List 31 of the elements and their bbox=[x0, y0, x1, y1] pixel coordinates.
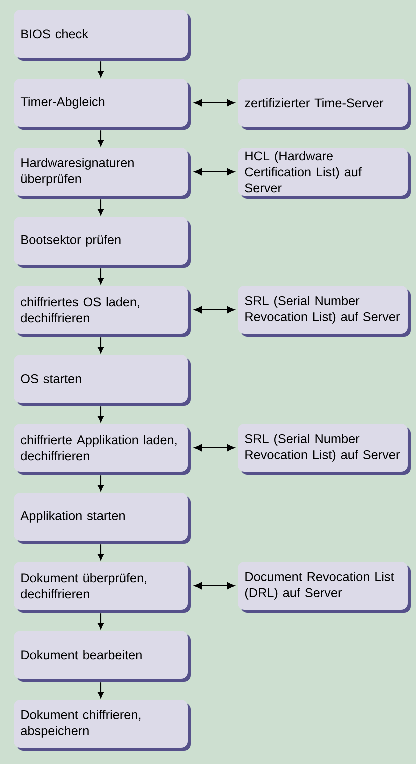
arrow bbox=[194, 582, 235, 590]
process-box: BIOS check bbox=[14, 10, 191, 61]
process-box: HCL (Hardware Certification List) auf Server bbox=[238, 148, 411, 199]
process-box: Hardwaresignaturen überprüfen bbox=[14, 148, 191, 199]
process-box: Document Revocation List (DRL) auf Server bbox=[238, 562, 411, 613]
process-box: Dokument überprüfen, dechiffrieren bbox=[14, 562, 191, 613]
process-box: Bootsektor prüfen bbox=[14, 217, 191, 268]
process-box: SRL (Serial Number Revocation List) auf Server bbox=[238, 424, 411, 475]
process-box: Dokument bearbeiten bbox=[14, 631, 191, 682]
process-box: OS starten bbox=[14, 355, 191, 406]
process-box: Timer-Abgleich bbox=[14, 79, 191, 130]
process-box: zertifizierter Time-Server bbox=[238, 79, 411, 130]
process-box: chiffrierte Applikation laden, dechiffrieren bbox=[14, 424, 191, 475]
arrow bbox=[98, 62, 104, 78]
arrow bbox=[194, 168, 235, 176]
arrow bbox=[98, 682, 104, 698]
arrow bbox=[194, 306, 235, 314]
arrow bbox=[98, 338, 104, 354]
arrow bbox=[194, 99, 235, 107]
arrow bbox=[98, 614, 104, 630]
process-box: Dokument chiffrieren, abspeichern bbox=[14, 700, 191, 751]
arrow bbox=[98, 200, 104, 216]
arrow bbox=[98, 476, 104, 492]
process-box: SRL (Serial Number Revocation List) auf Server bbox=[238, 286, 411, 337]
arrow bbox=[98, 544, 104, 560]
process-box: chiffriertes OS laden, dechiffrieren bbox=[14, 286, 191, 337]
arrow bbox=[194, 444, 235, 452]
arrow bbox=[98, 130, 104, 146]
arrow bbox=[98, 406, 104, 422]
arrow bbox=[98, 268, 104, 284]
process-box: Applikation starten bbox=[14, 493, 191, 544]
